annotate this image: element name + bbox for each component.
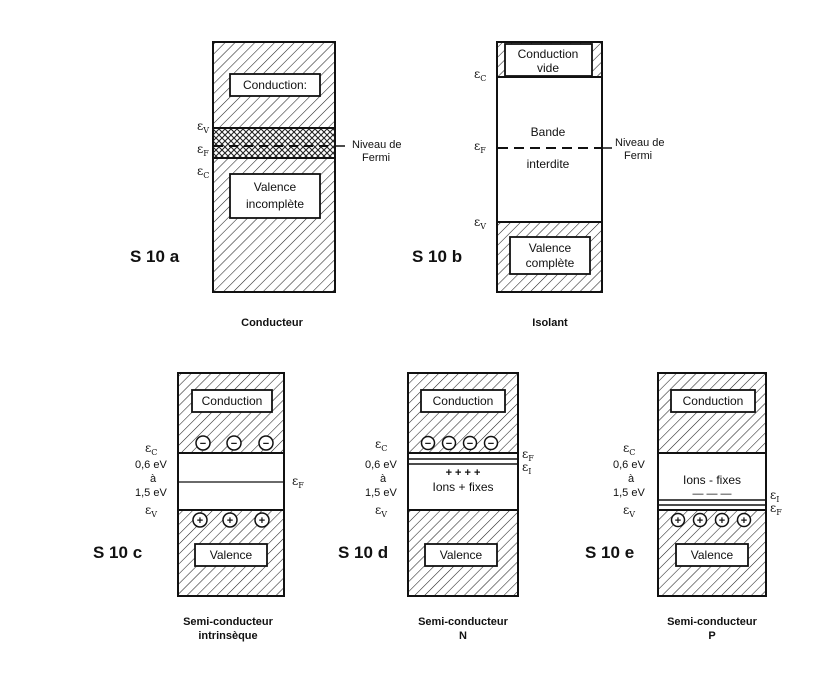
figure-label: S 10 a xyxy=(130,247,180,266)
conduction-box xyxy=(504,43,593,77)
eps-f-label: εF xyxy=(522,447,534,463)
eps-f-label: εF xyxy=(292,474,304,490)
valence-label: Valence xyxy=(440,548,483,562)
eps-c-label: εC xyxy=(474,67,486,83)
svg-text:−: − xyxy=(263,438,269,450)
caption-2: P xyxy=(708,630,715,642)
conduction-label: Conduction xyxy=(202,394,263,408)
eps-f-label: εF xyxy=(474,139,486,155)
valence-box xyxy=(675,543,749,567)
eps-i-label: εI xyxy=(770,488,779,504)
svg-text:+: + xyxy=(227,515,233,527)
conduction-label: Conduction: xyxy=(243,78,307,92)
ions-signs: — — — xyxy=(692,488,731,500)
eps-f-label: εF xyxy=(197,142,209,158)
panel-a: Conduction: Valence incomplète εV εF εC … xyxy=(130,41,402,329)
svg-text:+: + xyxy=(675,515,681,527)
figure-label: S 10 e xyxy=(585,543,634,562)
eps-i-label: εI xyxy=(522,460,531,476)
gap-range-1: 0,6 eV xyxy=(365,459,397,471)
panel-e: Conduction Ions - fixes — — — + + + + Va… xyxy=(585,372,782,642)
caption: Isolant xyxy=(532,317,568,329)
gap-range-3: 1,5 eV xyxy=(365,487,397,499)
eps-c-label: εC xyxy=(375,437,387,453)
ions-label: Ions - fixes xyxy=(683,473,741,487)
conduction-box xyxy=(229,73,321,97)
gap-range-1: 0,6 eV xyxy=(135,459,167,471)
svg-text:−: − xyxy=(200,438,206,450)
conduction-label-2: vide xyxy=(537,61,559,75)
valence-box xyxy=(229,173,321,219)
eps-v-label: εV xyxy=(474,215,486,231)
conduction-box xyxy=(191,389,273,413)
figure-label: S 10 c xyxy=(93,543,142,562)
caption-1: Semi-conducteur xyxy=(418,616,509,628)
svg-text:+: + xyxy=(259,515,265,527)
figure-label: S 10 d xyxy=(338,543,388,562)
holes: + + + + xyxy=(670,512,752,528)
caption-2: intrinsèque xyxy=(198,630,257,642)
svg-text:+: + xyxy=(697,515,703,527)
svg-text:+: + xyxy=(197,515,203,527)
figure-label: S 10 b xyxy=(412,247,462,266)
panel-c: Conduction − − − + + + Valence εC 0,6 eV… xyxy=(93,372,304,642)
conduction-box xyxy=(670,389,756,413)
conduction-band xyxy=(659,374,765,453)
valence-label-2: incomplète xyxy=(246,197,304,211)
valence-box xyxy=(509,236,591,275)
valence-label: Valence xyxy=(691,548,734,562)
svg-text:−: − xyxy=(425,438,431,450)
valence-label-1: Valence xyxy=(529,241,572,255)
electrons: − − − − xyxy=(420,435,499,451)
ions-signs: + + + + xyxy=(446,467,481,479)
eps-v-label: εV xyxy=(375,503,387,519)
fermi-note-1: Niveau de xyxy=(615,137,665,149)
panel-d: Conduction − − − − + + + + Ions + fixes … xyxy=(338,372,534,642)
gap-range-2: à xyxy=(628,473,635,485)
conduction-box xyxy=(420,389,506,413)
eps-c-label: εC xyxy=(197,164,209,180)
gap-range-1: 0,6 eV xyxy=(613,459,645,471)
eps-c-label: εC xyxy=(623,441,635,457)
electrons: − − − xyxy=(195,435,274,451)
caption-1: Semi-conducteur xyxy=(183,616,274,628)
eps-v-label: εV xyxy=(145,503,157,519)
eps-v-label: εV xyxy=(623,503,635,519)
svg-text:+: + xyxy=(719,515,725,527)
valence-box xyxy=(194,543,268,567)
eps-v-label: εV xyxy=(197,119,209,135)
svg-text:−: − xyxy=(488,438,494,450)
conduction-label: Conduction xyxy=(683,394,744,408)
conduction-label-1: Conduction xyxy=(518,47,579,61)
gap-range-2: à xyxy=(150,473,157,485)
svg-text:−: − xyxy=(467,438,473,450)
holes: + + + xyxy=(192,512,270,528)
valence-label-2: complète xyxy=(526,256,575,270)
gap-range-3: 1,5 eV xyxy=(613,487,645,499)
eps-c-label: εC xyxy=(145,441,157,457)
fermi-note-2: Fermi xyxy=(362,152,390,164)
gap-label-2: interdite xyxy=(527,157,570,171)
fermi-note-2: Fermi xyxy=(624,150,652,162)
caption: Conducteur xyxy=(241,317,303,329)
gap-label-1: Bande xyxy=(531,125,566,139)
valence-box xyxy=(424,543,498,567)
caption-1: Semi-conducteur xyxy=(667,616,758,628)
overlap-zone xyxy=(214,128,334,158)
svg-text:−: − xyxy=(446,438,452,450)
valence-label: Valence xyxy=(210,548,253,562)
panel-b: Conduction vide Bande interdite Valence … xyxy=(412,41,665,329)
fermi-note-1: Niveau de xyxy=(352,139,402,151)
valence-label-1: Valence xyxy=(254,180,297,194)
conduction-label: Conduction xyxy=(433,394,494,408)
gap-range-2: à xyxy=(380,473,387,485)
svg-text:+: + xyxy=(741,515,747,527)
ions-label: Ions + fixes xyxy=(432,480,493,494)
eps-f-label: εF xyxy=(770,501,782,517)
caption-2: N xyxy=(459,630,467,642)
gap-range-3: 1,5 eV xyxy=(135,487,167,499)
svg-text:−: − xyxy=(231,438,237,450)
